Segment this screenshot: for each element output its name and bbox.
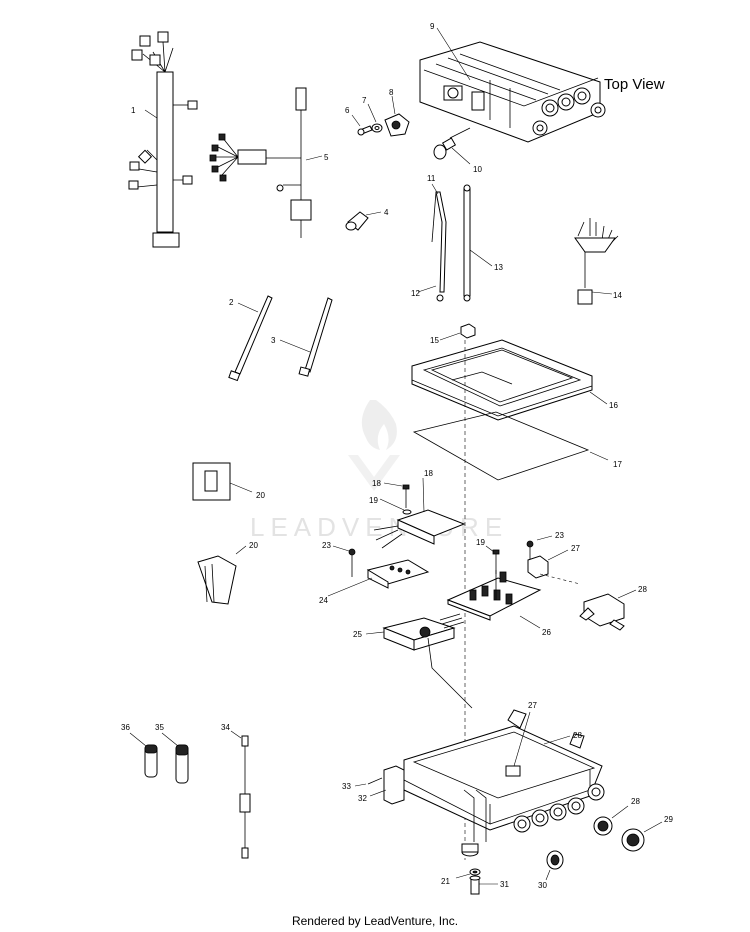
part-23-screw-left: [332, 545, 356, 577]
top-cover-ports: [532, 87, 606, 136]
part-8-switch: [384, 95, 410, 137]
callout-14: 14: [613, 291, 622, 300]
callout-29: 27: [528, 701, 537, 710]
callout-33: 30: [538, 881, 547, 890]
part-22-edge-trim: [197, 545, 247, 605]
callout-30: 28: [573, 731, 582, 740]
callout-27: 27: [571, 544, 580, 553]
top-view-label: Top View: [604, 76, 665, 93]
leadventure-watermark: LEADVENTURE: [250, 512, 509, 542]
callout-22: 20: [249, 541, 258, 550]
callout-5: 5: [324, 153, 329, 162]
part-31-grommet: [593, 805, 629, 836]
callout-1: 1: [131, 106, 136, 115]
part-12-13-lead: [417, 184, 493, 302]
callout-13: 13: [494, 263, 503, 272]
part-30-base-housing: [403, 709, 605, 842]
part-20-washer-bottom: [455, 868, 481, 879]
part-6-screw: [351, 114, 373, 136]
part-38-fuse: [161, 732, 189, 784]
callout-31: 28: [631, 797, 640, 806]
watermark-logo: [348, 400, 400, 491]
callout-8: 8: [389, 88, 394, 97]
part-39-fuse: [129, 732, 158, 778]
callout-25: 25: [353, 630, 362, 639]
callout-28: 28: [638, 585, 647, 594]
callout-6: 6: [345, 106, 350, 115]
part-20-washer-top: [379, 498, 412, 515]
part-29-connector: [505, 711, 531, 777]
part-18-module: [373, 477, 466, 549]
callout-35: 32: [358, 794, 367, 803]
callout-11: 11: [427, 174, 436, 183]
callout-9: 9: [430, 22, 435, 31]
part-15-nut: [439, 323, 476, 341]
part-11-lead: [431, 183, 447, 302]
part-34-fastener: [469, 875, 498, 895]
part-19-screw-board: [485, 545, 500, 574]
part-9-top-cover: [419, 27, 606, 143]
base-housing-ports: [513, 783, 605, 833]
callout-26: 26: [542, 628, 551, 637]
callout-34: 31: [500, 880, 509, 889]
part-17-gasket: [412, 411, 609, 481]
bottom-bushing: [461, 843, 479, 857]
part-10-plug: [433, 127, 471, 165]
part-27-clip: [527, 549, 581, 585]
part-2-cable-tie: [228, 295, 273, 382]
callout-32: 29: [664, 815, 673, 824]
part-16-cover: [411, 339, 608, 421]
part-26-circuit-board: [446, 570, 542, 629]
part-37-fuse-wire: [230, 730, 251, 859]
callout-21: 20: [256, 491, 265, 500]
part-32-grommet: [621, 821, 663, 852]
part-1-wire-harness: [128, 31, 198, 248]
part-19-screw-top: [383, 482, 410, 508]
part-33-grommet: [545, 850, 564, 881]
callout-15: 15: [430, 336, 439, 345]
callout-18: 18: [424, 469, 433, 478]
callout-20a: 19: [369, 496, 378, 505]
callout-4: 4: [384, 208, 389, 217]
callout-20b: 21: [441, 877, 450, 886]
callout-38: 35: [155, 723, 164, 732]
callout-19b: 19: [476, 538, 485, 547]
callout-37: 34: [221, 723, 230, 732]
callout-2: 2: [229, 298, 234, 307]
callout-36: 33: [342, 782, 351, 791]
callout-12: 12: [411, 289, 420, 298]
part-35-latch: [369, 765, 405, 805]
callout-23b: 23: [555, 531, 564, 540]
footer-credit: Rendered by LeadVenture, Inc.: [291, 914, 459, 928]
callout-23a: 23: [322, 541, 331, 550]
callout-10: 10: [473, 165, 482, 174]
part-25-regulator: [365, 613, 473, 709]
part-3-cable-tie: [279, 297, 333, 377]
callout-16: 16: [609, 401, 618, 410]
part-4-boot: [345, 211, 382, 231]
callout-7: 7: [362, 96, 367, 105]
callout-19a: 18: [372, 479, 381, 488]
part-5-sub-harness: [209, 87, 323, 238]
callout-17: 17: [613, 460, 622, 469]
part-28-relay: [579, 589, 637, 631]
part-21-label: [192, 462, 253, 501]
part-36-pin: [354, 777, 383, 787]
part-24-bracket: [327, 559, 430, 597]
callout-39: 36: [121, 723, 130, 732]
part-7-washer: [367, 103, 383, 133]
callout-3: 3: [271, 336, 276, 345]
part-23-screw-right: [526, 535, 553, 567]
callout-24: 24: [319, 596, 328, 605]
part-14-pigtail: [574, 218, 619, 305]
